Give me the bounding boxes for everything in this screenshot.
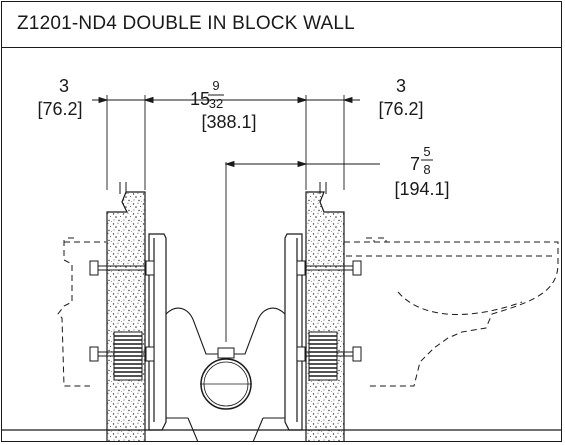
left-threaded-anchor xyxy=(113,331,143,381)
left-fixture-outline xyxy=(57,237,106,387)
right-block-wall xyxy=(305,191,345,441)
dim-right-wall-imperial: 3 xyxy=(396,76,406,96)
dim-wall-gap-metric: [388.1] xyxy=(201,112,256,132)
outlet-pipe xyxy=(200,347,252,410)
dim-right-wall: 3 [76.2] xyxy=(378,76,423,119)
extension-lines xyxy=(106,95,345,342)
dim-left-wall-imperial: 3 xyxy=(59,76,69,96)
dim-outlet-offset-den: 8 xyxy=(423,162,430,177)
dim-left-wall-metric: [76.2] xyxy=(37,99,82,119)
wall-break-lines xyxy=(119,182,327,194)
dim-right-wall-metric: [76.2] xyxy=(378,99,423,119)
dim-wall-gap-den: 32 xyxy=(209,96,223,111)
title-bar: Z1201-ND4 DOUBLE IN BLOCK WALL xyxy=(2,2,561,48)
drawing-title: Z1201-ND4 DOUBLE IN BLOCK WALL xyxy=(17,13,355,34)
right-fixture-outline xyxy=(344,237,559,387)
dim-outlet-offset-metric: [194.1] xyxy=(394,179,449,199)
dim-left-wall: 3 [76.2] xyxy=(37,76,82,119)
technical-drawing: 3 [76.2] 15 9 32 [388.1] 3 [76.2] 7 5 8 … xyxy=(2,76,561,441)
dim-wall-gap-num: 9 xyxy=(212,78,219,93)
dim-outlet-offset-whole: 7 xyxy=(410,154,420,174)
dim-wall-gap: 15 9 32 [388.1] xyxy=(190,78,257,132)
dim-wall-gap-whole: 15 xyxy=(190,89,210,109)
dimension-lines xyxy=(92,96,380,168)
dim-outlet-offset-num: 5 xyxy=(423,144,430,159)
left-block-wall xyxy=(106,191,146,441)
right-threaded-anchor xyxy=(308,331,338,381)
dim-outlet-offset: 7 5 8 [194.1] xyxy=(394,144,449,199)
right-wall-bolts xyxy=(296,260,362,362)
